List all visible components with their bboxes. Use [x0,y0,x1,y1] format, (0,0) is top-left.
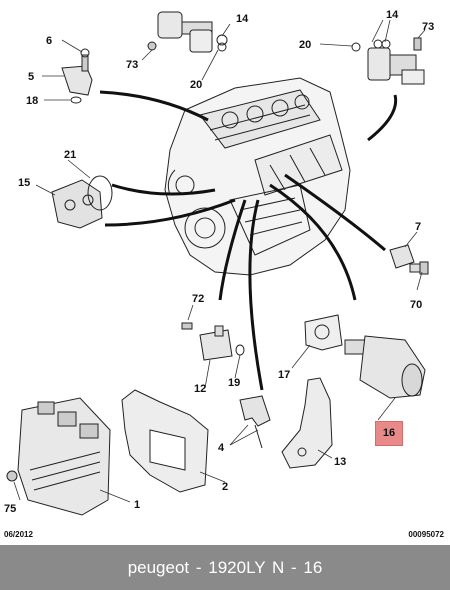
callout-17: 17 [278,369,290,381]
callout-4: 4 [218,442,225,454]
callout-2: 2 [222,481,228,493]
callout-7: 7 [415,221,421,233]
highlighted-part-label: 16 [375,421,403,446]
callout-19: 19 [228,377,240,389]
callout-1: 1 [134,499,140,511]
parts-diagram: 6 5 18 14 73 20 20 14 73 21 15 7 70 72 1… [4,9,435,516]
callout-14-top: 14 [236,13,249,25]
oil-control-valve-top [147,11,228,53]
ecu [6,397,111,516]
sensor-right [389,244,429,275]
footer-code: 00095072 [408,530,444,539]
callout-18: 18 [26,95,38,107]
caption-bar: peugeot - 1920LY N - 16 [0,545,450,590]
footer-date: 06/2012 [4,530,33,539]
wiring-lines [99,90,398,391]
callout-12: 12 [194,383,206,395]
engine-block [164,77,351,276]
callout-75: 75 [4,503,16,515]
callout-20-right: 20 [299,39,311,51]
sensor-left-top [61,48,93,104]
valve-block-left [51,175,113,229]
ecu-bracket [121,389,209,493]
starter-motor [304,314,426,399]
callout-6: 6 [46,35,52,47]
starter-bracket [281,377,333,469]
sensor-part-4 [239,395,271,449]
callout-14-right: 14 [386,9,399,21]
oil-control-valve-right [351,37,425,85]
sensor-lower-left [181,322,245,361]
callout-73-top: 73 [126,59,138,71]
callout-72: 72 [192,293,204,305]
callout-21: 21 [64,149,76,161]
callout-15: 15 [18,177,30,189]
callout-73-right: 73 [422,21,434,33]
callout-70: 70 [410,299,422,311]
callout-5: 5 [28,71,34,83]
callout-13: 13 [334,456,346,468]
callout-20-top: 20 [190,79,202,91]
leader-lines [13,19,426,503]
